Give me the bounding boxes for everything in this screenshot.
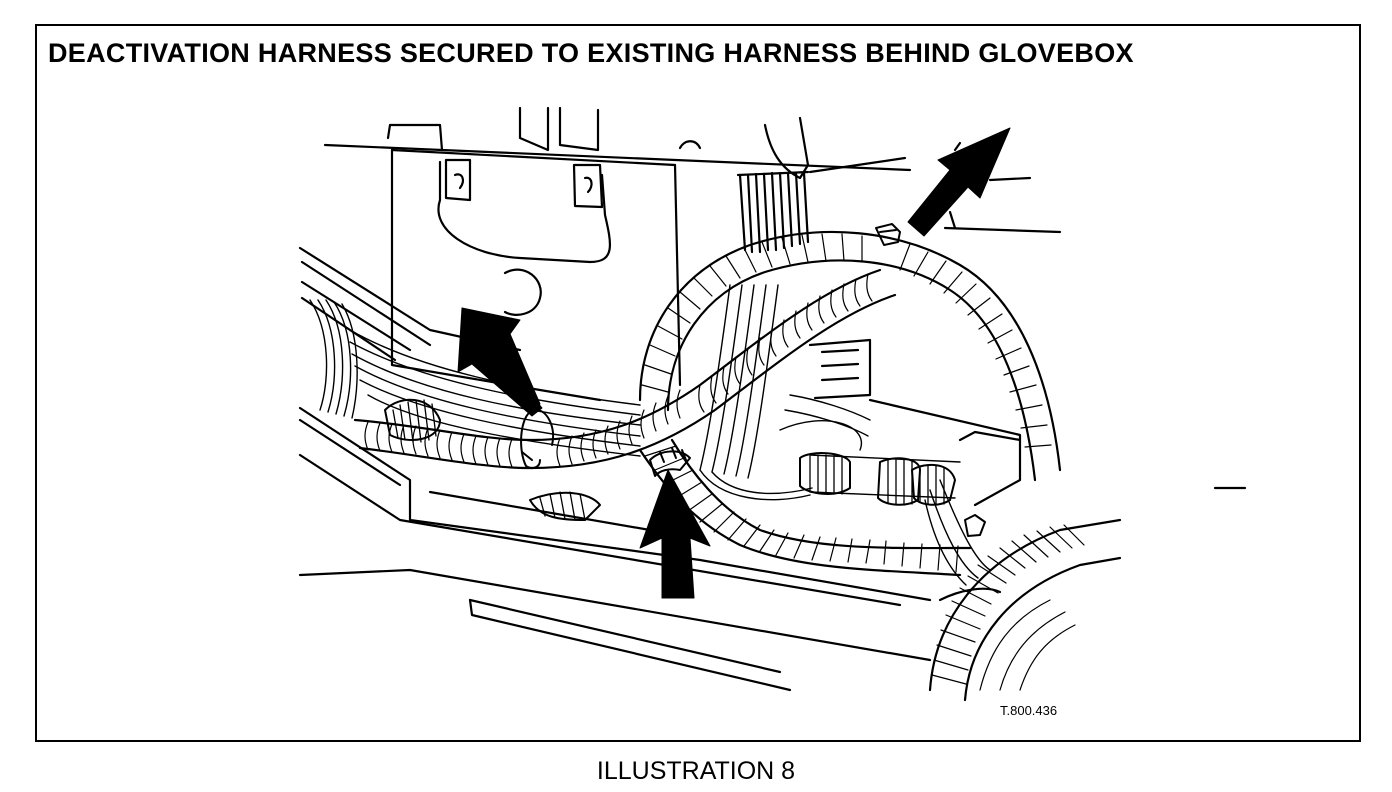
harness-conduit-foreground	[928, 514, 1122, 702]
callout-arrow-bottom	[639, 469, 711, 599]
harness-conduit-left	[353, 268, 897, 470]
lower-panel-structure	[298, 246, 1247, 692]
callout-arrow-left	[457, 307, 543, 417]
dashboard-structure	[323, 106, 1062, 507]
harness-conduit-loop	[638, 230, 1062, 482]
harness-clips	[520, 223, 901, 477]
figure-title: DEACTIVATION HARNESS SECURED TO EXISTING…	[48, 38, 1134, 68]
existing-harness-tape	[384, 398, 956, 521]
callout-arrow-upper-right	[907, 127, 1011, 237]
figure-caption: ILLUSTRATION 8	[596, 757, 796, 785]
figure-reference-code: T.800.436	[1000, 703, 1058, 718]
